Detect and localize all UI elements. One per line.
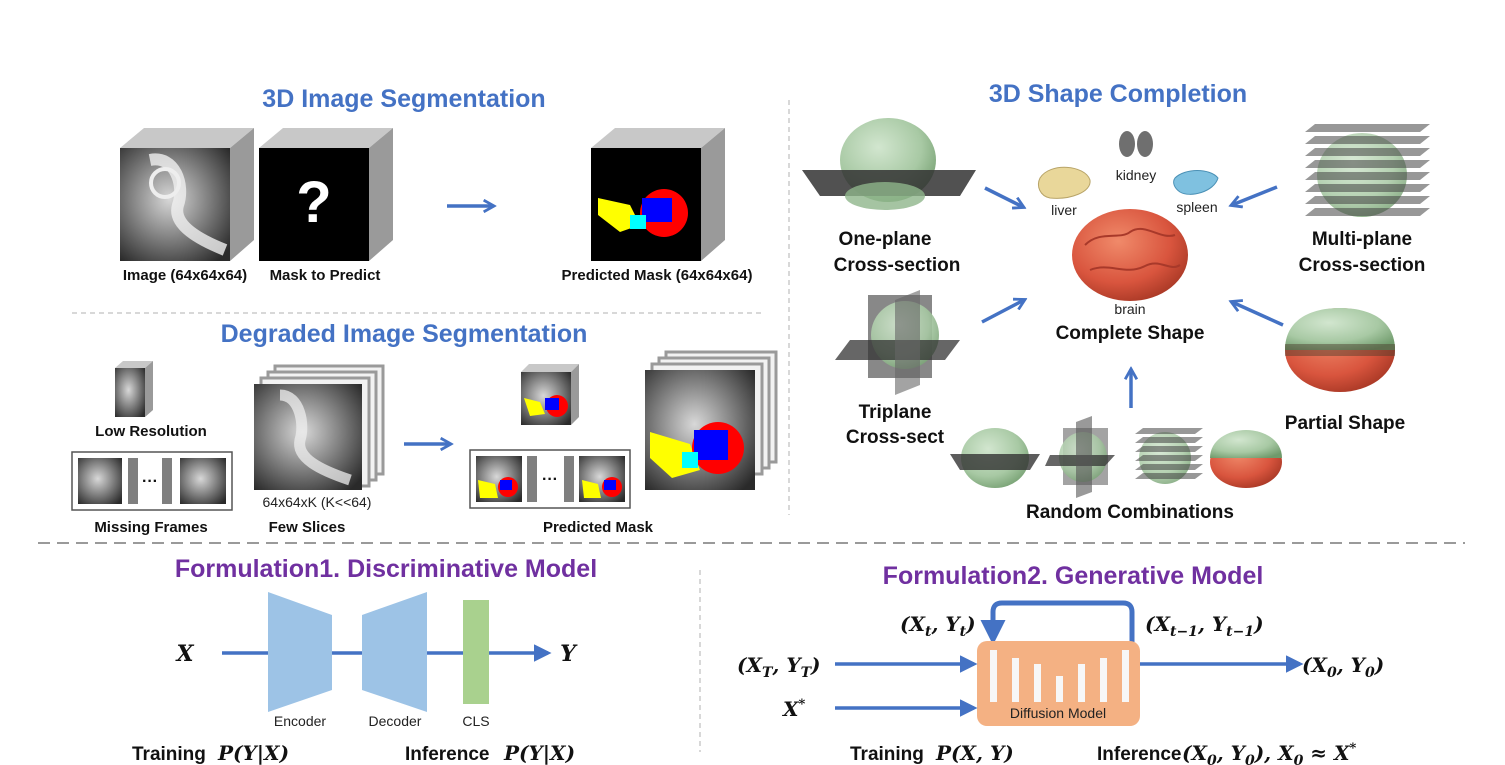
partial-shape-brain — [1285, 308, 1395, 392]
f2-training-word: Training — [850, 744, 924, 765]
diffusion-label: Diffusion Model — [1010, 705, 1106, 721]
encoder-block — [268, 592, 332, 712]
partial-shape-label: Partial Shape — [1285, 413, 1405, 434]
f2-xt1-yt1: (Xt−1, Yt−1) — [1145, 612, 1264, 640]
decoder-block — [362, 592, 427, 712]
multi-plane-brain — [1305, 124, 1430, 217]
f2-inference-formula: (X0, Y0), X0 ≈ X* — [1182, 741, 1357, 765]
one-plane-brain — [802, 118, 976, 210]
f1-y: Y — [560, 641, 578, 667]
decoder-label: Decoder — [369, 713, 422, 729]
f2-x0-y0: (X0, Y0) — [1302, 653, 1384, 681]
arrow-triplane — [981, 300, 1024, 324]
f2-loop-arrow — [980, 600, 1135, 648]
degraded-title: Degraded Image Segmentation — [221, 320, 588, 348]
arrow-one-plane — [984, 186, 1023, 207]
f1-inference-formula: P(Y|X) — [503, 741, 575, 765]
missing-frames-box: ··· — [71, 451, 233, 511]
f2-xstar: X* — [781, 697, 806, 721]
image-label: Image (64x64x64) — [123, 267, 247, 284]
pred-missing-frames-box: ··· — [469, 449, 631, 509]
f1-inference-word: Inference — [405, 744, 489, 765]
diffusion-model-box: Diffusion Model — [977, 641, 1140, 726]
pred-low-res-cube — [521, 364, 579, 425]
pred-slices-stack — [645, 350, 778, 490]
pred-mask-label: Predicted Mask — [543, 519, 654, 536]
one-plane-label-2: Cross-section — [834, 255, 961, 276]
f2-xT-yT: (XT, YT) — [737, 653, 821, 681]
random-combinations-label: Random Combinations — [1026, 502, 1234, 523]
liver-label: liver — [1051, 202, 1077, 218]
cls-label: CLS — [462, 713, 489, 729]
kidney-label: kidney — [1116, 167, 1156, 183]
arrow-multi-plane — [1232, 185, 1278, 205]
missing-frames-label: Missing Frames — [94, 519, 207, 536]
few-slices-stack — [254, 364, 385, 490]
f1-training-formula: P(Y|X) — [217, 741, 289, 765]
triplane-label-2: Cross-sect — [846, 427, 945, 448]
low-res-cube — [115, 361, 153, 417]
random-brain-1 — [950, 428, 1040, 488]
spleen-shape — [1173, 170, 1219, 195]
random-brain-4 — [1210, 430, 1282, 488]
f2-xt-yt: (Xt, Yt) — [900, 612, 976, 640]
cls-block — [463, 600, 489, 704]
f1-training-word: Training — [132, 744, 206, 765]
f2-inference-word: Inference — [1097, 744, 1181, 765]
f1-x: X — [174, 641, 194, 667]
kidney-shape — [1119, 131, 1153, 157]
one-plane-label-1: One-plane — [839, 229, 932, 250]
brain-label: brain — [1114, 301, 1145, 317]
missing-frames-ellipsis: ··· — [142, 473, 158, 490]
f1-title: Formulation1. Discriminative Model — [175, 555, 597, 583]
predicted-label: Predicted Mask (64x64x64) — [562, 267, 753, 284]
multi-plane-label-1: Multi-plane — [1312, 229, 1412, 250]
image-cube — [120, 128, 254, 261]
question-mark: ? — [296, 170, 331, 235]
pred-missing-ellipsis: ··· — [542, 471, 558, 488]
shape-title: 3D Shape Completion — [989, 80, 1247, 108]
f2-title: Formulation2. Generative Model — [883, 562, 1264, 590]
liver-shape — [1037, 166, 1091, 199]
complete-shape-label: Complete Shape — [1056, 323, 1205, 344]
encoder-label: Encoder — [274, 713, 326, 729]
random-brain-2 — [1045, 416, 1115, 498]
f2-training-formula: P(X, Y) — [935, 741, 1014, 765]
seg3d-title: 3D Image Segmentation — [262, 85, 545, 113]
random-brain-3 — [1135, 428, 1203, 484]
complete-brain — [1072, 209, 1188, 301]
mask-cube: ? — [259, 128, 393, 261]
slices-dim-label: 64x64xK (K<<64) — [263, 494, 372, 510]
arrow-partial — [1232, 302, 1284, 327]
multi-plane-label-2: Cross-section — [1299, 255, 1426, 276]
triplane-label-1: Triplane — [859, 402, 932, 423]
mask-label: Mask to Predict — [270, 267, 381, 284]
few-slices-label: Few Slices — [269, 519, 346, 536]
predicted-mask-cube — [591, 128, 725, 261]
low-res-label: Low Resolution — [95, 423, 207, 440]
triplane-brain — [835, 290, 960, 395]
spleen-label: spleen — [1176, 199, 1217, 215]
